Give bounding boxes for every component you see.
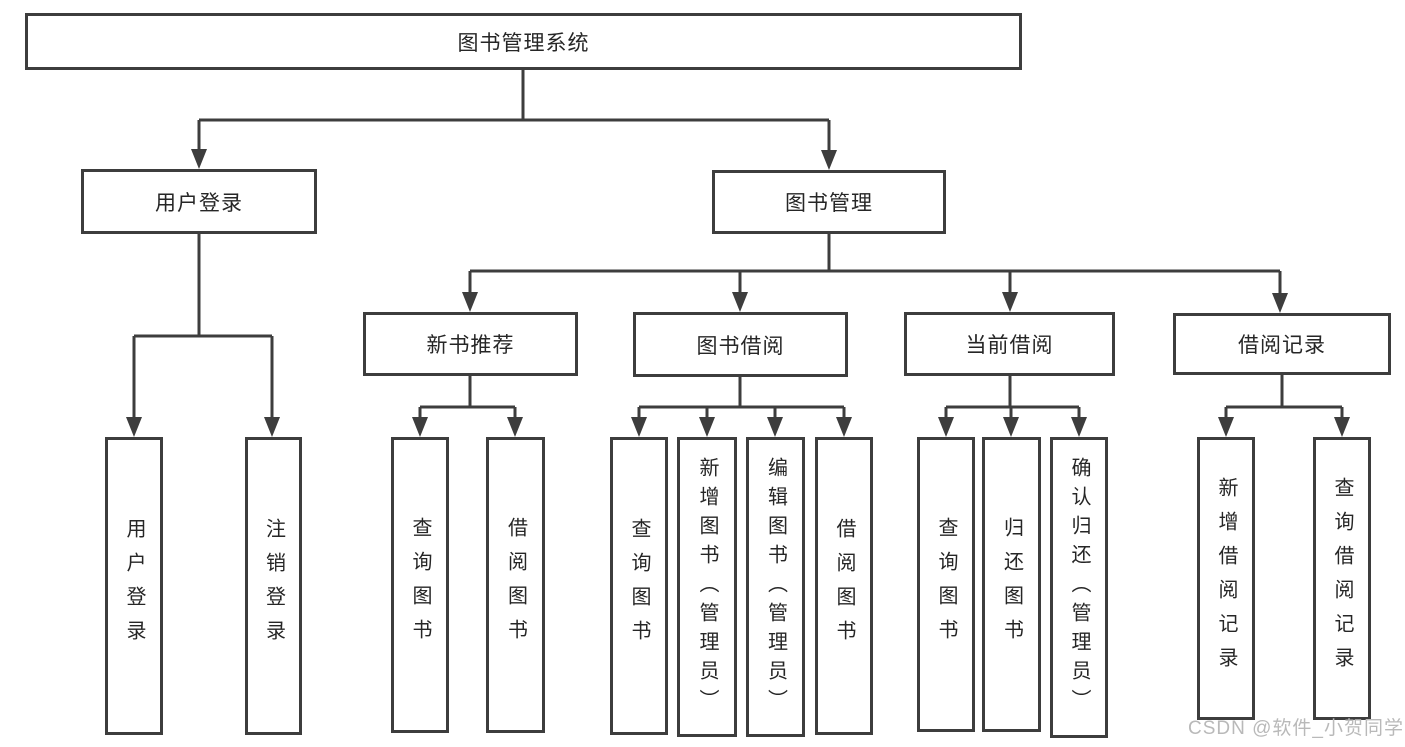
node-root: 图书管理系统 (25, 13, 1022, 70)
leaf-query-borrow-record-label: 查询借阅记录 (1331, 476, 1353, 681)
node-book-management-label: 图书管理 (785, 192, 873, 215)
node-book-management: 图书管理 (712, 170, 946, 234)
leaf-current-query-books: 查询图书 (917, 437, 975, 732)
leaf-recommend-borrow-books-label: 借阅图书 (504, 517, 527, 653)
leaf-confirm-return-admin: 确认归还（管理员） (1050, 437, 1108, 738)
leaf-user-login-label: 用户登录 (123, 518, 145, 654)
leaf-logout-label: 注销登录 (262, 518, 285, 654)
node-current-borrow: 当前借阅 (904, 312, 1115, 376)
leaf-borrow-books: 借阅图书 (815, 437, 873, 735)
leaf-add-books-admin: 新增图书（管理员） (677, 437, 737, 737)
leaf-add-borrow-record-label: 新增借阅记录 (1215, 476, 1237, 681)
node-book-borrow: 图书借阅 (633, 312, 848, 377)
watermark: CSDN @软件_小贺同学 (1188, 718, 1404, 739)
node-user-login: 用户登录 (81, 169, 317, 234)
leaf-add-books-admin-label: 新增图书（管理员） (696, 456, 718, 718)
leaf-edit-books-admin-label: 编辑图书（管理员） (764, 456, 787, 718)
leaf-return-books: 归还图书 (982, 437, 1041, 732)
leaf-recommend-query-books-label: 查询图书 (409, 517, 431, 653)
leaf-current-query-books-label: 查询图书 (935, 516, 957, 653)
leaf-recommend-query-books: 查询图书 (391, 437, 449, 733)
node-book-borrow-label: 图书借阅 (696, 334, 785, 358)
node-new-book-recommend: 新书推荐 (363, 312, 578, 376)
leaf-logout: 注销登录 (245, 437, 302, 735)
leaf-add-borrow-record: 新增借阅记录 (1197, 437, 1255, 720)
leaf-user-login: 用户登录 (105, 437, 163, 735)
leaf-borrow-books-label: 借阅图书 (833, 518, 855, 654)
node-new-book-recommend-label: 新书推荐 (426, 334, 515, 357)
leaf-edit-books-admin: 编辑图书（管理员） (746, 437, 805, 737)
node-user-login-label: 用户登录 (155, 191, 243, 215)
node-current-borrow-label: 当前借阅 (965, 334, 1054, 357)
node-borrow-records: 借阅记录 (1173, 313, 1391, 375)
leaf-borrow-query-books: 查询图书 (610, 437, 668, 735)
leaf-confirm-return-admin-label: 确认归还（管理员） (1068, 457, 1090, 718)
node-borrow-records-label: 借阅记录 (1238, 334, 1326, 357)
leaf-query-borrow-record: 查询借阅记录 (1313, 437, 1371, 720)
leaf-borrow-query-books-label: 查询图书 (628, 518, 650, 654)
node-root-label: 图书管理系统 (457, 31, 590, 55)
leaf-return-books-label: 归还图书 (1000, 516, 1023, 653)
leaf-recommend-borrow-books: 借阅图书 (486, 437, 545, 733)
